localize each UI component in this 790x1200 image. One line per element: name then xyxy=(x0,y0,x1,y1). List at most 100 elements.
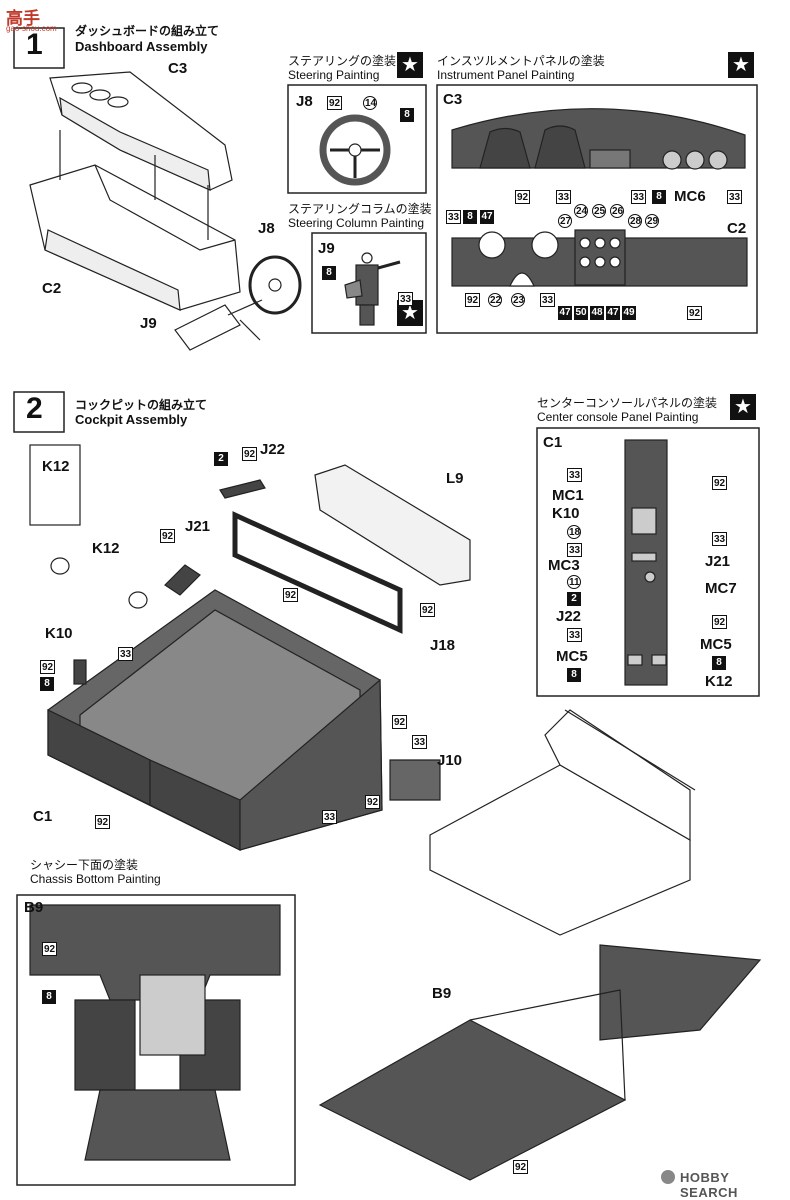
windshield-frame-drawing xyxy=(232,511,403,634)
chassis-callout-8: 8 xyxy=(42,990,56,1004)
step1-title-jp: ダッシュボードの組み立て xyxy=(75,24,220,38)
j22-label: J22 xyxy=(260,441,286,458)
ip-top-callout-d: 8 xyxy=(652,190,666,204)
chassis-iso-drawing xyxy=(318,944,762,1181)
cc-left-4: 33 xyxy=(567,543,583,557)
cc-left-2: K10 xyxy=(552,505,580,522)
cc-right-7: K12 xyxy=(705,673,733,690)
dashboard-assembly-drawing xyxy=(29,71,302,351)
steering-column-drawing xyxy=(344,252,401,326)
instrument-panel-title-jp: インスツルメントパネルの塗装 xyxy=(437,54,605,68)
ip-top-callout-f: 33 xyxy=(727,190,743,204)
ip-top-callout-a: 92 xyxy=(515,190,531,204)
ip-bottom-callout-s: 92 xyxy=(687,306,703,320)
ip-bottom-callout-a: 33 xyxy=(446,210,462,224)
hobby-search-logo-icon xyxy=(661,1170,675,1184)
instrument-panel-part-c2: C2 xyxy=(727,220,747,237)
steering-callout-a: 92 xyxy=(327,96,343,110)
tub-callout-33b: 33 xyxy=(322,810,338,824)
j10-label: J10 xyxy=(437,752,463,769)
steering-column-title-en: Steering Column Painting xyxy=(288,216,425,230)
steering-part-label: J8 xyxy=(296,93,313,110)
ip-bottom-callout-h: 27 xyxy=(558,214,572,228)
assembled-cockpit-drawing xyxy=(429,709,696,936)
cc-right-0: 92 xyxy=(712,476,728,490)
steering-callout-c: 8 xyxy=(400,108,414,122)
steering-painting-title-jp: ステアリングの塗装 xyxy=(288,54,397,68)
chassis-bottom-title-jp: シャシー下面の塗装 xyxy=(30,858,139,872)
j22-callout-92: 92 xyxy=(242,447,258,461)
steering-column-part-label: J9 xyxy=(318,240,335,257)
step1-number: 1 xyxy=(26,28,43,61)
watermark-brand: 高手 xyxy=(6,9,40,28)
windshield-glass-drawing xyxy=(314,464,471,586)
small-parts-drawing xyxy=(29,444,441,801)
star-icon: ★ xyxy=(730,394,756,420)
ip-top-callout-e: MC6 xyxy=(674,188,706,205)
cc-left-3: 18 xyxy=(567,525,581,539)
ip-bottom-callout-o: 50 xyxy=(574,306,588,320)
chassis-bottom-drawing xyxy=(29,904,281,1161)
ip-bottom-callout-e: 22 xyxy=(488,293,502,307)
star-icon: ★ xyxy=(728,52,754,78)
ip-bottom-callout-l: 28 xyxy=(628,214,642,228)
step2-number: 2 xyxy=(26,392,43,425)
steering-painting-title-en: Steering Painting xyxy=(288,68,380,82)
ip-bottom-callout-f: 23 xyxy=(511,293,525,307)
cc-left-7: 2 xyxy=(567,592,581,606)
ip-bottom-callout-c: 47 xyxy=(480,210,494,224)
k10-label: K10 xyxy=(45,625,73,642)
steering-painting-frame xyxy=(287,84,427,194)
l9-label: L9 xyxy=(446,470,464,487)
steering-callout-b: 14 xyxy=(363,96,377,110)
chassis-iso-callout-92: 92 xyxy=(513,1160,529,1174)
cc-left-6: 11 xyxy=(567,575,581,589)
ip-bottom-callout-n: 47 xyxy=(558,306,572,320)
c1-label: C1 xyxy=(33,808,53,825)
step1-title-en: Dashboard Assembly xyxy=(75,39,208,54)
step2-frame xyxy=(13,391,65,433)
instrument-panel-title-en: Instrument Panel Painting xyxy=(437,68,575,82)
cc-left-1: MC1 xyxy=(552,487,584,504)
j21-callout-92: 92 xyxy=(160,529,176,543)
j22-callout-2: 2 xyxy=(214,452,228,466)
k10-callout-92: 92 xyxy=(40,660,56,674)
steering-wheel-drawing xyxy=(319,114,391,186)
cc-right-6: 8 xyxy=(712,656,726,670)
dash-label-c3: C3 xyxy=(168,60,188,77)
center-console-title-jp: センターコンソールパネルの塗装 xyxy=(537,396,718,410)
step2-title-en: Cockpit Assembly xyxy=(75,412,188,427)
star-icon: ★ xyxy=(397,52,423,78)
chassis-bottom-part: B9 xyxy=(24,899,44,916)
dash-label-j8: J8 xyxy=(258,220,275,237)
cc-right-2: J21 xyxy=(705,553,731,570)
b9-label: B9 xyxy=(432,985,452,1002)
tub-callout-92b: 92 xyxy=(95,815,111,829)
cc-right-1: 33 xyxy=(712,532,728,546)
k10-callout-8: 8 xyxy=(40,677,54,691)
ip-bottom-callout-r: 49 xyxy=(622,306,636,320)
ip-top-callout-c: 33 xyxy=(631,190,647,204)
chassis-callout-92: 92 xyxy=(42,942,58,956)
cc-left-9: 33 xyxy=(567,628,583,642)
cc-left-0: 33 xyxy=(567,468,583,482)
dash-label-c2: C2 xyxy=(42,280,62,297)
instrument-panel-c3-drawing xyxy=(451,108,746,170)
center-console-drawing xyxy=(624,439,668,686)
j18-label: J18 xyxy=(430,637,456,654)
ip-bottom-callout-m: 29 xyxy=(645,214,659,228)
center-console-title-en: Center console Panel Painting xyxy=(537,410,699,424)
dash-label-j9: J9 xyxy=(140,315,157,332)
step2-title-jp: コックピットの組み立て xyxy=(75,398,208,412)
cc-right-3: MC7 xyxy=(705,580,737,597)
steering-column-callout-a: 8 xyxy=(322,266,336,280)
cc-left-5: MC3 xyxy=(548,557,580,574)
instrument-panel-part-c3: C3 xyxy=(443,91,463,108)
center-console-part: C1 xyxy=(543,434,563,451)
j21-label: J21 xyxy=(185,518,211,535)
cc-left-10: MC5 xyxy=(556,648,588,665)
ip-bottom-callout-b: 8 xyxy=(463,210,477,224)
ip-bottom-callout-q: 47 xyxy=(606,306,620,320)
tub-callout-33a: 33 xyxy=(118,647,134,661)
